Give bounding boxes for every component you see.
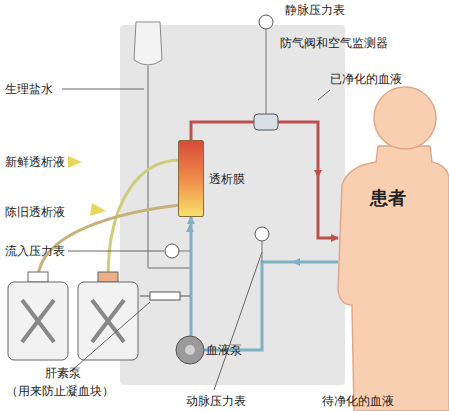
flow-arrow: [186, 224, 194, 232]
venous-gauge: [259, 15, 273, 29]
leader-line: [68, 251, 164, 252]
arterial-gauge: [255, 227, 269, 241]
saline-line: [147, 66, 149, 268]
jug-cap: [98, 272, 118, 282]
leader-line: [318, 90, 330, 100]
jug-mark: [22, 300, 54, 342]
blood-pump: [176, 336, 204, 364]
jug-mark: [92, 300, 124, 342]
flow-arrow: [292, 258, 300, 266]
purified-blood-line: [191, 122, 338, 238]
label: 防气阀和空气监测器: [280, 36, 388, 50]
blood-line: [191, 217, 338, 350]
jug: [8, 282, 68, 360]
air-detector: [254, 114, 278, 130]
label: 待净化的血液: [322, 394, 394, 408]
patient: 患者: [338, 170, 438, 370]
label: 静脉压力表: [285, 3, 345, 17]
gauge-stem: [179, 251, 190, 252]
label: 流入压力表: [5, 244, 65, 258]
machine-panel: [120, 25, 345, 385]
jug-cap: [28, 272, 48, 282]
label: 陈旧透析液: [5, 205, 65, 219]
label: 动脉压力表: [186, 394, 246, 408]
inflow-gauge: [165, 244, 179, 258]
saline-bag: [134, 22, 162, 65]
label: （用来防止凝血块）: [6, 384, 114, 398]
heparin-syringe: [150, 292, 180, 300]
patient-body: [338, 146, 449, 411]
node-text: 透析膜: [209, 170, 245, 187]
flow-arrow: [68, 156, 82, 168]
fresh-dialysate-line: [108, 160, 180, 278]
label: 血液泵: [206, 343, 242, 357]
label: 生理盐水: [5, 82, 53, 96]
heparin-line: [180, 296, 190, 297]
patient-head: [374, 87, 436, 149]
label: 已净化的血液: [330, 72, 402, 86]
flow-arrow: [90, 203, 106, 216]
leader-line: [70, 302, 150, 372]
syringe-plunger: [140, 296, 150, 297]
pump-hub: [185, 345, 195, 355]
leader-line: [214, 252, 262, 390]
label: 新鲜透析液: [5, 155, 65, 169]
gauge-stem: [266, 28, 267, 115]
label: 肝素泵: [45, 366, 81, 380]
flow-arrow: [314, 170, 322, 178]
node-text: 患者: [338, 186, 438, 210]
saline-line: [148, 267, 190, 269]
leader-line: [62, 89, 144, 90]
gauge-stem: [262, 241, 263, 262]
dialyzer: 透析膜: [178, 140, 204, 217]
